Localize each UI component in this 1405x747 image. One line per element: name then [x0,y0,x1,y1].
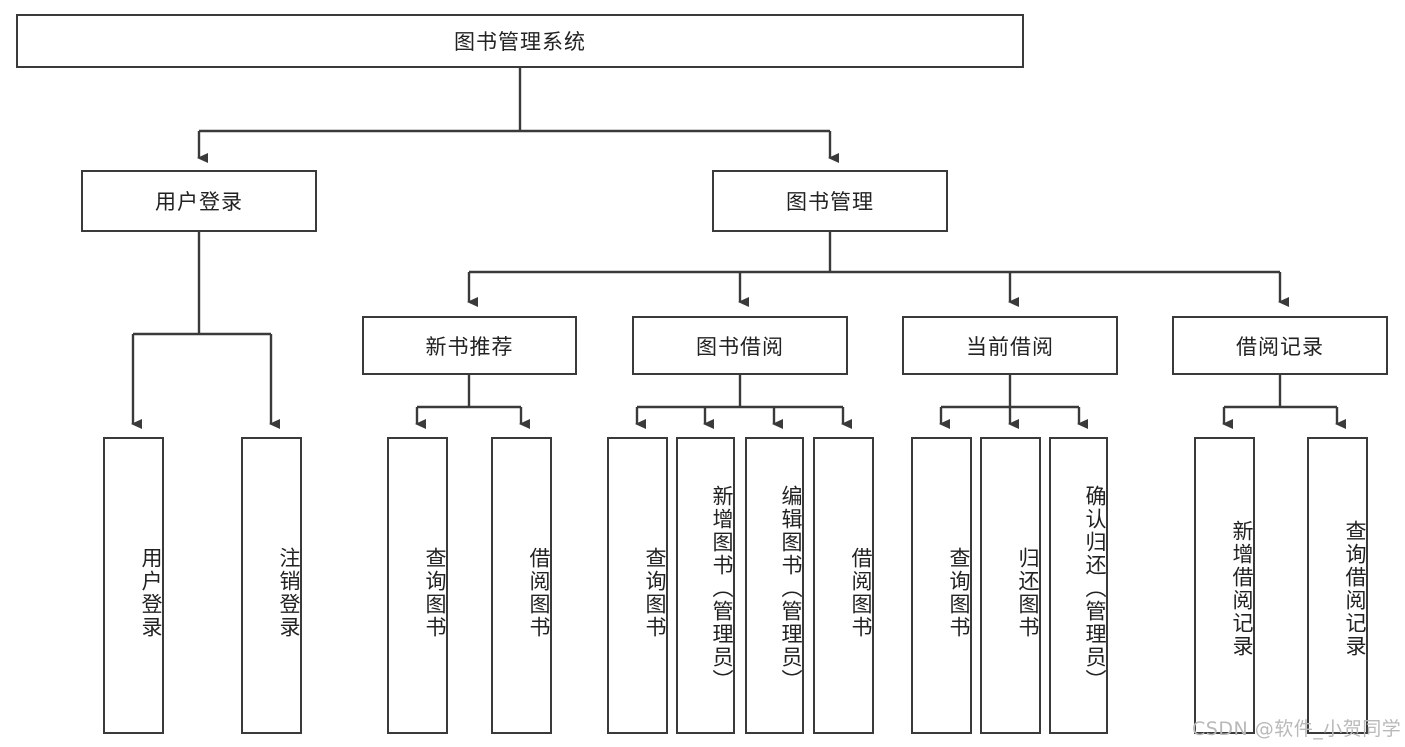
leaf-label: 查询图书 [947,546,971,639]
leaf-label: 新增图书（管理员） [710,485,734,692]
node-root[interactable]: 图书管理系统 [16,14,1024,68]
node-borrow-record[interactable]: 借阅记录 [1172,316,1388,375]
leaf-label: 新增借阅记录 [1230,519,1254,658]
leaf-book-borrow-query[interactable]: 查询图书 [607,437,668,734]
leaf-current-borrow-confirm[interactable]: 确认归还（管理员） [1049,437,1108,734]
leaf-new-book-borrow[interactable]: 借阅图书 [491,437,552,734]
node-current-borrow[interactable]: 当前借阅 [902,316,1118,375]
leaf-label: 归还图书 [1016,546,1040,639]
leaf-current-borrow-return[interactable]: 归还图书 [980,437,1041,734]
leaf-label: 编辑图书（管理员） [779,485,803,692]
leaf-label: 查询图书 [643,546,667,639]
leaf-label: 确认归还（管理员） [1083,485,1107,692]
leaf-label: 用户登录 [139,546,163,639]
node-user-login[interactable]: 用户登录 [81,170,317,232]
node-root-label: 图书管理系统 [454,30,586,54]
leaf-borrow-record-query[interactable]: 查询借阅记录 [1307,437,1368,734]
leaf-user-login-logout[interactable]: 注销登录 [241,437,302,734]
leaf-label: 借阅图书 [849,546,873,639]
leaf-book-borrow-borrow[interactable]: 借阅图书 [813,437,874,734]
leaf-label: 借阅图书 [527,546,551,639]
node-new-book-recommend[interactable]: 新书推荐 [362,316,577,375]
node-book-management[interactable]: 图书管理 [712,170,948,232]
node-new-book-recommend-label: 新书推荐 [425,334,514,359]
leaf-borrow-record-add[interactable]: 新增借阅记录 [1194,437,1255,734]
leaf-label: 查询图书 [423,546,447,639]
leaf-book-borrow-add[interactable]: 新增图书（管理员） [676,437,735,734]
node-book-borrow-label: 图书借阅 [696,334,784,359]
leaf-current-borrow-query[interactable]: 查询图书 [911,437,972,734]
leaf-user-login-login[interactable]: 用户登录 [103,437,164,734]
leaf-label: 查询借阅记录 [1343,519,1367,658]
leaf-label: 注销登录 [277,546,301,639]
csdn-watermark: CSDN @软件_小贺同学 [1192,718,1402,740]
node-book-management-label: 图书管理 [786,190,874,214]
node-current-borrow-label: 当前借阅 [966,334,1054,359]
leaf-book-borrow-edit[interactable]: 编辑图书（管理员） [745,437,804,734]
leaf-new-book-query[interactable]: 查询图书 [387,437,448,734]
node-borrow-record-label: 借阅记录 [1236,334,1324,359]
node-user-login-label: 用户登录 [155,190,243,214]
node-book-borrow[interactable]: 图书借阅 [632,316,848,375]
